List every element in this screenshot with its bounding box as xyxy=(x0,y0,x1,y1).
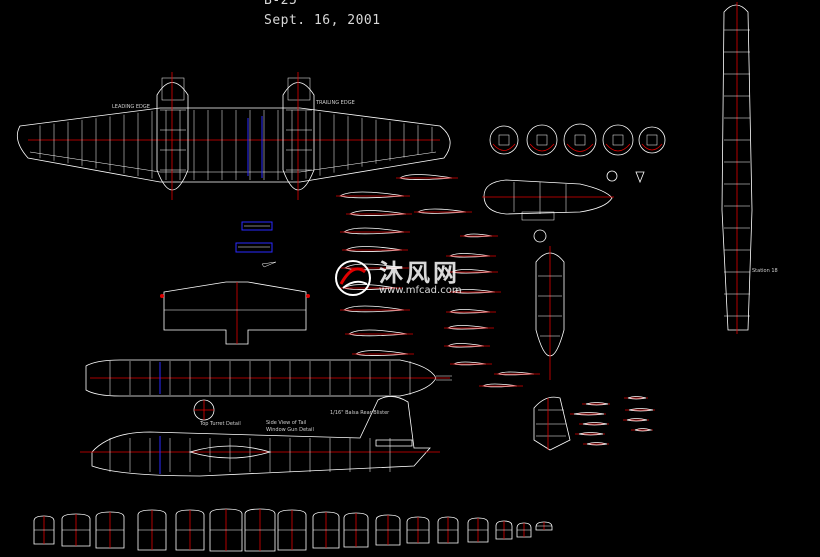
wing-planform xyxy=(16,107,451,183)
airfoil-rib-5 xyxy=(345,246,403,252)
station-note: Station 18 xyxy=(752,268,778,274)
red-part-outline-2 xyxy=(582,422,608,426)
red-part-outline-6 xyxy=(628,408,654,412)
airfoil-rib-0 xyxy=(399,174,453,180)
cowl-section-box-2 xyxy=(574,134,586,146)
cowl-section-arc-2 xyxy=(566,143,594,152)
airfoil-rib-2 xyxy=(417,208,467,214)
wing-rib-airfoils xyxy=(336,174,540,388)
nacelle-right xyxy=(282,72,315,200)
small-cone xyxy=(635,171,645,184)
airfoil-small-1 xyxy=(449,253,491,258)
engine-cowl-top xyxy=(535,246,565,380)
small-red-parts xyxy=(570,396,655,446)
airfoil-small-9 xyxy=(481,383,518,388)
cowl-section-arc-3 xyxy=(605,143,631,152)
airfoil-small-0 xyxy=(463,233,493,238)
top-turret-detail xyxy=(193,399,215,421)
watermark: 沐风网 www.mfcad.com xyxy=(333,258,462,298)
nacelle-left xyxy=(156,72,189,200)
red-part-outline-8 xyxy=(634,428,653,432)
airfoil-rib-9 xyxy=(348,329,408,337)
long-fuselage-keel xyxy=(721,2,753,334)
red-part-outline-0 xyxy=(585,402,609,406)
blister-note: 1/16" Balsa Rear Blister xyxy=(330,410,390,416)
red-part-outline-1 xyxy=(573,412,605,416)
drawing-title: B-25 xyxy=(264,0,298,8)
watermark-url: www.mfcad.com xyxy=(379,284,462,296)
horizontal-stabilizer xyxy=(160,281,310,345)
airfoil-rib-3 xyxy=(349,210,407,216)
airfoil-small-6 xyxy=(447,343,485,348)
turret-note: Top Turret Detail xyxy=(200,421,241,427)
red-part-outline-4 xyxy=(586,442,608,446)
watermark-brand: 沐风网 xyxy=(379,258,460,287)
side-note-2: Window Gun Detail xyxy=(266,427,314,433)
red-part-outline-3 xyxy=(578,432,604,436)
cowl-section-4 xyxy=(638,126,666,154)
small-section xyxy=(606,170,618,182)
cowl-section-2 xyxy=(563,123,597,157)
airfoil-rib-1 xyxy=(339,191,405,199)
side-note-1: Side View of Tail xyxy=(266,420,307,426)
cowl-section-arc-1 xyxy=(529,143,555,152)
cowl-section-3 xyxy=(602,124,634,156)
cowl-section-box-3 xyxy=(612,134,624,146)
cowl-section-0 xyxy=(489,125,519,155)
cowl-section-box-0 xyxy=(498,134,510,146)
airfoil-rib-4 xyxy=(343,227,405,235)
cowl-section-box-1 xyxy=(536,134,548,146)
airfoil-small-4 xyxy=(449,309,491,314)
fuselage-bulkheads xyxy=(33,508,553,552)
wing-note-right: TRAILING EDGE xyxy=(316,100,355,106)
airfoil-small-8 xyxy=(496,371,535,376)
airfoil-small-5 xyxy=(447,325,489,330)
wing-note-left: LEADING EDGE xyxy=(112,104,150,110)
vertical-fin xyxy=(533,396,571,451)
cowl-section-arc-4 xyxy=(641,143,663,151)
cowl-section-arc-0 xyxy=(492,143,516,151)
airfoil-small-7 xyxy=(453,361,487,366)
drawing-date: Sept. 16, 2001 xyxy=(264,13,381,28)
red-part-outline-5 xyxy=(627,396,647,400)
red-part-outline-7 xyxy=(626,418,648,422)
small-parts-blue xyxy=(235,221,277,268)
cowl-cross-sections xyxy=(489,123,666,184)
fuselage-top-view xyxy=(85,359,452,397)
cowl-section-box-4 xyxy=(646,134,658,146)
airfoil-rib-8 xyxy=(343,305,405,313)
fuselage-side-view xyxy=(80,396,440,477)
cowl-section-1 xyxy=(526,124,558,156)
mfcad-logo-icon xyxy=(335,260,371,296)
engine-cowl-side xyxy=(482,179,614,243)
airfoil-rib-10 xyxy=(355,350,409,356)
